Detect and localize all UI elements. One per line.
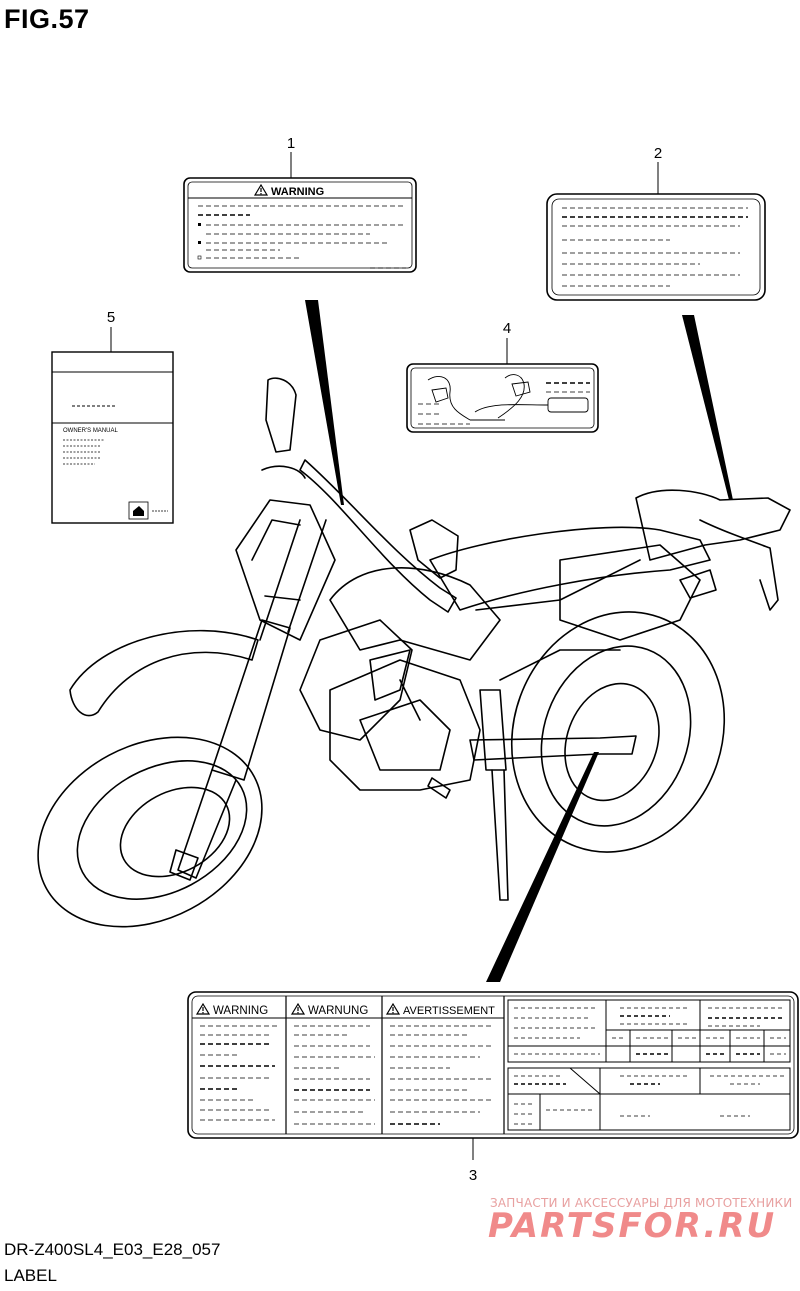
watermark-logo: PARTSFOR.RU: [488, 1206, 777, 1246]
label-2-text-lines: [562, 207, 748, 287]
callout-4: 4: [503, 320, 511, 364]
section-name: LABEL: [4, 1266, 57, 1285]
callout-number-5: 5: [107, 309, 115, 326]
swingarm: [469, 735, 637, 761]
rear-fender: [635, 489, 791, 561]
callout-3: 3: [469, 1138, 477, 1184]
label-1-warning: WARNING: [183, 177, 417, 273]
label-3-heading-fr: AVERTISSEMENT: [403, 1005, 495, 1017]
leader-wedge-1: [305, 300, 344, 505]
seat: [429, 526, 711, 611]
front-tire: [37, 736, 263, 928]
motorcycle-illustration: [37, 377, 791, 928]
callout-5: 5: [107, 309, 115, 352]
label-3-warning-panel: WARNING WARNUNG AVERTISSEMENT: [187, 991, 799, 1139]
mirror: [409, 519, 459, 579]
model-code: DR-Z400SL4_E03_E28_057: [4, 1240, 221, 1259]
callout-number-1: 1: [287, 135, 295, 152]
label-1-heading: WARNING: [271, 186, 324, 198]
front-fender: [69, 629, 259, 717]
label-4-pictogram: [427, 374, 589, 421]
label-3-text-lines: [200, 1025, 494, 1125]
headlight-cowl: [235, 499, 336, 641]
side-stand: [491, 769, 509, 901]
figure-title: FIG.57: [4, 4, 90, 34]
label-1-text-lines: [198, 205, 406, 269]
leader-wedge-2: [682, 315, 733, 500]
owners-manual: OWNER'S MANUAL: [51, 351, 174, 524]
engine: [329, 659, 481, 791]
radiator-shroud: [299, 619, 413, 741]
handlebar: [299, 459, 457, 613]
callout-number-2: 2: [654, 145, 662, 162]
callout-number-4: 4: [503, 320, 511, 337]
owners-manual-text: OWNER'S MANUAL: [63, 428, 118, 434]
side-panel: [559, 544, 701, 641]
leader-wedge-3: [486, 752, 599, 982]
watermark-subtitle: ЗАПЧАСТИ И АКСЕССУАРЫ ДЛЯ МОТОТЕХНИКИ: [490, 1196, 793, 1210]
callout-2: 2: [654, 145, 662, 194]
label-4-chain-diagram: [406, 363, 599, 433]
fuel-tank: [329, 567, 501, 661]
label-3-tables: [507, 999, 791, 1131]
label-3-heading-en: WARNING: [213, 1005, 268, 1017]
suzuki-logo-icon: [133, 506, 144, 516]
label-2: [546, 193, 766, 301]
label-3-heading-de: WARNUNG: [308, 1005, 368, 1017]
front-fork: [211, 619, 291, 781]
callout-number-3: 3: [469, 1167, 477, 1184]
callout-1: 1: [287, 135, 295, 178]
rear-tire: [510, 611, 726, 853]
